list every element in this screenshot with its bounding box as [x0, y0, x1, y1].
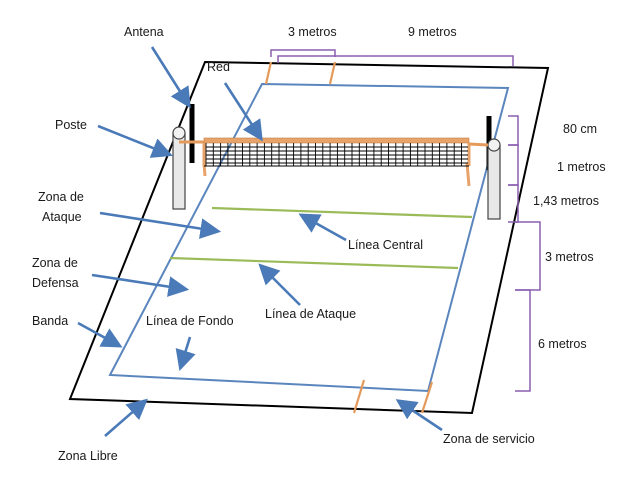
arrow-antena: [150, 46, 191, 109]
center-line: [211, 206, 473, 219]
bracket-9m: [277, 55, 514, 66]
measure-3m-top: 3 metros: [288, 25, 337, 39]
measure-143m: 1,43 metros: [533, 194, 599, 208]
arrow-zona-defensa: [91, 273, 190, 297]
label-zona-defensa-2: Defensa: [32, 276, 79, 290]
label-zona-servicio: Zona de servicio: [443, 432, 535, 446]
measure-9m-top: 9 metros: [408, 25, 457, 39]
top-tick-left: [264, 61, 273, 85]
arrow-zona-libre: [104, 398, 148, 437]
arrow-zona-ataque: [99, 211, 222, 239]
service-zone-tick-right: [420, 381, 434, 414]
label-antena: Antena: [124, 25, 164, 39]
bracket-80cm: [508, 115, 519, 146]
net: [202, 137, 471, 187]
arrow-linea-fondo: [175, 336, 196, 371]
bracket-3m-right: [515, 221, 541, 291]
label-zona-defensa-1: Zona de: [32, 256, 78, 270]
label-red: Red: [207, 60, 230, 74]
top-tick-right: [328, 61, 337, 85]
measure-6m-right: 6 metros: [538, 337, 587, 351]
label-poste: Poste: [55, 118, 87, 132]
bracket-6m-right: [515, 289, 531, 392]
label-linea-central: Línea Central: [348, 238, 423, 252]
court-boundary: [108, 82, 510, 393]
arrow-poste: [97, 124, 173, 158]
attack-line: [169, 256, 459, 270]
post-left: [172, 126, 204, 210]
arrow-red: [223, 82, 263, 142]
free-zone-border: [68, 60, 550, 415]
measure-1m: 1 metros: [557, 160, 606, 174]
arrow-linea-ataque: [258, 263, 301, 306]
bracket-3m: [270, 49, 336, 57]
label-zona-ataque-1: Zona de: [38, 190, 84, 204]
measure-3m-right: 3 metros: [545, 250, 594, 264]
label-linea-ataque: Línea de Ataque: [265, 307, 356, 321]
measure-80cm: 80 cm: [563, 122, 597, 136]
label-linea-fondo: Línea de Fondo: [146, 314, 234, 328]
label-banda: Banda: [32, 314, 68, 328]
bracket-1m: [508, 144, 519, 186]
service-zone-tick-left: [352, 379, 366, 414]
arrow-zona-servicio: [395, 399, 443, 432]
label-zona-ataque-2: Ataque: [42, 210, 82, 224]
arrow-banda: [77, 321, 123, 348]
label-zona-libre: Zona Libre: [58, 449, 118, 463]
arrow-linea-central: [298, 213, 347, 242]
post-right: [468, 138, 501, 220]
bracket-143m: [508, 184, 519, 223]
